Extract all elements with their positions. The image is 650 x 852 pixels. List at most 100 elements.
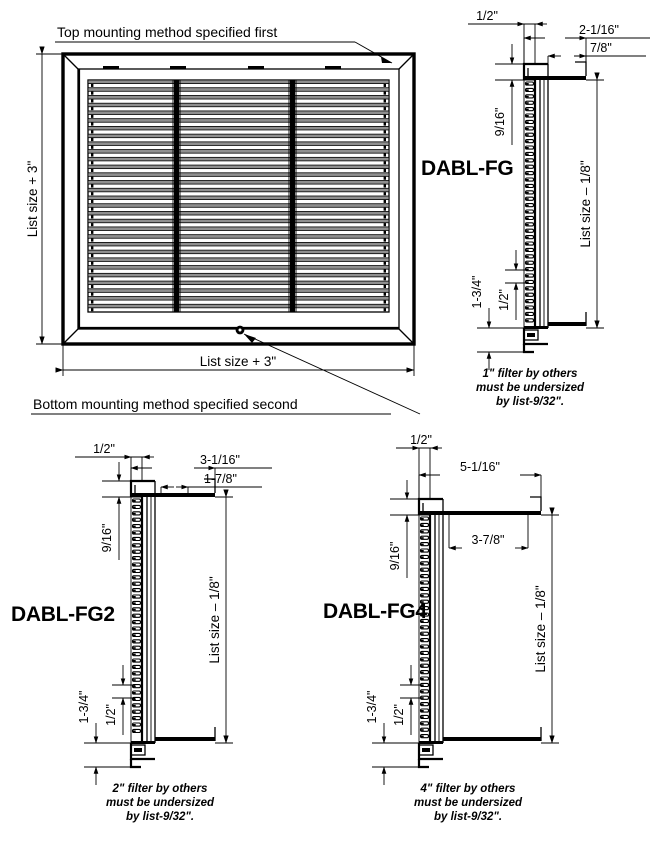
fg2-dim-height: List size – 1/8" [207,489,233,744]
louver-blade [87,195,390,200]
fg2-frame-height-label: 9/16" [100,524,114,553]
fg2-profile-body [129,478,216,769]
hinge-coil-dot [132,660,136,662]
hinge-coil-dot [132,512,136,515]
hinge-coil-dot [525,153,529,155]
louver-edge-tick [91,292,94,296]
louver-edge-tick [383,308,386,312]
louver-edge-tick [383,215,386,219]
louver-blade-shade [88,110,389,115]
hinge-coil-dot [525,217,529,219]
fg4-bottom-large-label: 1-3/4" [365,691,379,724]
hinge-coil-dot [525,281,529,283]
louver-blade-shade [88,281,389,285]
louver-blade [87,272,390,278]
hinge-coil-dot [132,500,136,502]
hinge-coil-dot [420,594,424,597]
hinge-coil-dot [420,652,424,654]
louver-blade [87,118,390,123]
fg-dim-height: List size – 1/8" [578,72,604,329]
louver-blade-shade [88,296,389,301]
fg-dim-overall-depth: 2-1/16" [523,23,650,64]
fg-note-line-3: by list-9/32". [496,396,564,408]
hinge-coil-dot [132,519,136,521]
fg-overall-depth-label: 2-1/16" [579,23,619,37]
hinge-coil-dot [132,672,136,675]
hinge-coil-dot [132,647,136,649]
fg-frame-height-label: 9/16" [493,108,507,137]
front-height-dim-label: List size + 3" [25,161,40,238]
louver-edge-tick [383,122,386,126]
louver-edge-tick [91,114,94,118]
hinge-coil-dot [132,589,136,592]
hinge-coil-dot [420,614,424,616]
hinge-coil-dot [525,262,529,264]
hinge-coil-dot [420,556,424,558]
louver-edge-tick [383,168,386,173]
louver-edge-tick [383,184,386,188]
fg-dim-offset-top: 1/2" [468,9,547,64]
fg2-dim-frame-height: 9/16" [100,462,131,560]
hinge-coil-dot [525,166,529,168]
fg4-blade-spacing-label: 1/2" [392,704,406,726]
louver-edge-tick [383,261,386,265]
louver-edge-tick [91,99,94,103]
louver-blade-shade [88,80,389,84]
model-label-dabl-fg4: DABL-FG4 [323,600,427,623]
louver-blade [87,87,390,92]
hinge-coil-dot [420,722,424,725]
hinge-coil-dot [132,730,136,732]
fg2-inner-depth-label: 1-7/8" [204,472,237,486]
louver-blade [87,234,390,239]
louver-blade-shade [88,172,389,177]
louver-edge-tick [91,192,94,196]
louver-edge-tick [383,130,386,134]
hinge-coil-dot [525,294,529,296]
top-mounting-note: Top mounting method specified first [55,24,393,64]
louver-blade-shade [88,226,389,231]
filter-grille-front-view [61,52,416,346]
fg-blade-spacing-label: 1/2" [497,289,511,311]
louver-blade-shade [88,288,389,293]
hinge-coil-dot [525,127,529,130]
hinge-coil-dot [525,275,529,277]
louver-edge-tick [383,254,386,258]
hinge-coil-dot [132,634,136,636]
fg-dim-frame-height: 9/16" [493,44,524,145]
top-mounting-note-text: Top mounting method specified first [57,24,277,40]
louver-blade-shade [88,95,389,100]
louver-blade [87,102,390,108]
louver-blade [87,133,390,139]
hinge-coil-dot [420,710,424,712]
louver-edge-tick [383,199,386,203]
hinge-coil-dot [132,679,136,681]
louver-edge-tick [383,238,386,242]
louver-edge-tick [383,145,386,149]
louver-blade-shade [88,126,389,130]
louver-blade [87,172,390,177]
hinge-coil-dot [132,506,136,508]
hinge-coil-dot [525,89,529,91]
louver-edge-tick [91,277,94,281]
hinge-coil-dot [420,735,424,738]
louver-edge-tick [383,114,386,118]
louver-edge-tick [383,207,386,211]
fg4-dim-bottom-large: 1-3/4" [365,691,425,785]
hinge-coil-dot [525,198,529,200]
louver-blade-shade [88,219,389,223]
latch-point-icon [235,325,245,335]
louver-edge-tick [383,277,386,281]
louver-edge-tick [91,153,94,157]
hinge-coil-dot [132,621,136,624]
hinge-coil-dot [420,537,424,539]
bottom-mounting-note-text: Bottom mounting method specified second [33,396,298,412]
hinge-coil-dot [525,185,529,187]
louver-edge-tick [91,199,94,203]
hinge-coil-dot [420,562,424,565]
fg4-inner-depth-label: 3-7/8" [472,533,505,547]
fg2-dim-inner-depth: 1-7/8" [160,472,262,495]
louver-blade [87,126,390,131]
hinge-coil-dot [132,576,136,579]
louver-edge-tick [383,292,386,296]
louver-edge-tick [91,168,94,173]
